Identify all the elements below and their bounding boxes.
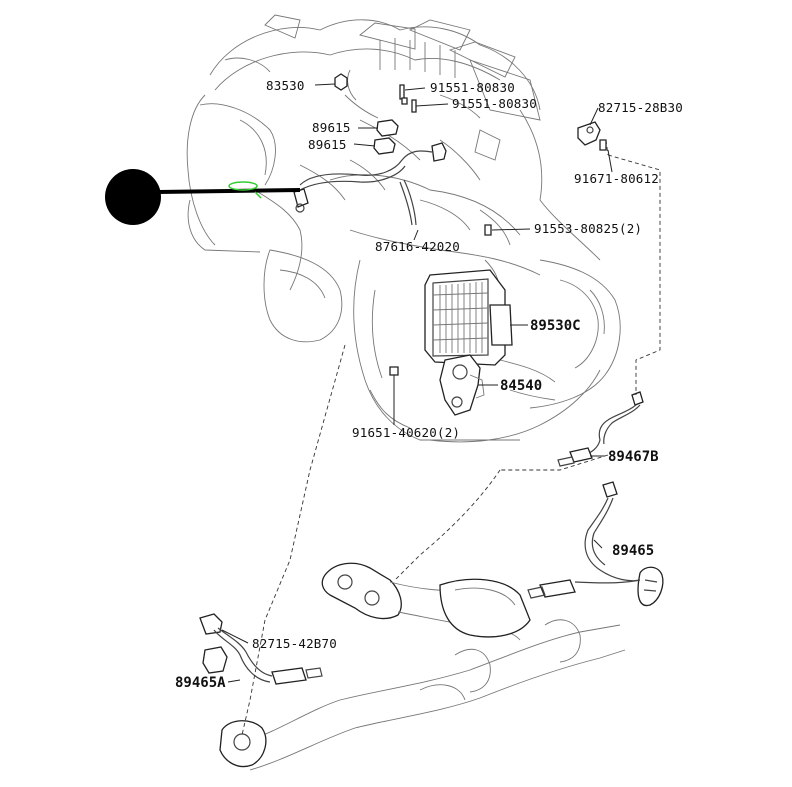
highlight-tick — [254, 191, 262, 199]
label-87616[interactable]: 87616-42020 — [375, 239, 460, 254]
part-labels: 83530 91551-80830 91551-80830 82715-28B3… — [175, 78, 683, 691]
label-91671[interactable]: 91671-80612 — [574, 171, 659, 186]
callout-pointer — [157, 188, 301, 194]
label-83530[interactable]: 83530 — [266, 78, 305, 93]
label-89465a[interactable]: 89465A — [175, 675, 226, 691]
neutral-switch-part — [439, 354, 485, 416]
highlight-mark — [228, 181, 258, 191]
sensor-89465 — [527, 481, 664, 607]
callout-marker — [105, 169, 301, 225]
label-89615-a[interactable]: 89615 — [312, 120, 351, 135]
engine-block-artwork — [186, 14, 621, 443]
leader-lines — [221, 83, 613, 683]
label-84540[interactable]: 84540 — [500, 378, 542, 394]
label-89465[interactable]: 89465 — [612, 543, 654, 559]
upper-oxygen-sensor — [293, 142, 447, 226]
callout-dot — [105, 169, 161, 225]
dashed-reference-lines — [241, 139, 661, 736]
sensor-89467b — [557, 391, 644, 467]
label-82715-42b70[interactable]: 82715-42B70 — [252, 636, 337, 651]
small-fasteners — [334, 73, 607, 376]
exhaust-pipe-artwork — [219, 562, 626, 771]
label-91551-b[interactable]: 91551-80830 — [452, 96, 537, 111]
label-91553[interactable]: 91553-80825(2) — [534, 221, 642, 236]
label-91651[interactable]: 91651-40620(2) — [352, 425, 460, 440]
ecu-module — [424, 269, 513, 366]
label-89615-b[interactable]: 89615 — [308, 137, 347, 152]
sensor-89465a — [199, 613, 323, 685]
label-91551-a[interactable]: 91551-80830 — [430, 80, 515, 95]
label-89467b[interactable]: 89467B — [608, 449, 659, 465]
label-89530c[interactable]: 89530C — [530, 318, 581, 334]
label-82715-28b30[interactable]: 82715-28B30 — [598, 100, 683, 115]
